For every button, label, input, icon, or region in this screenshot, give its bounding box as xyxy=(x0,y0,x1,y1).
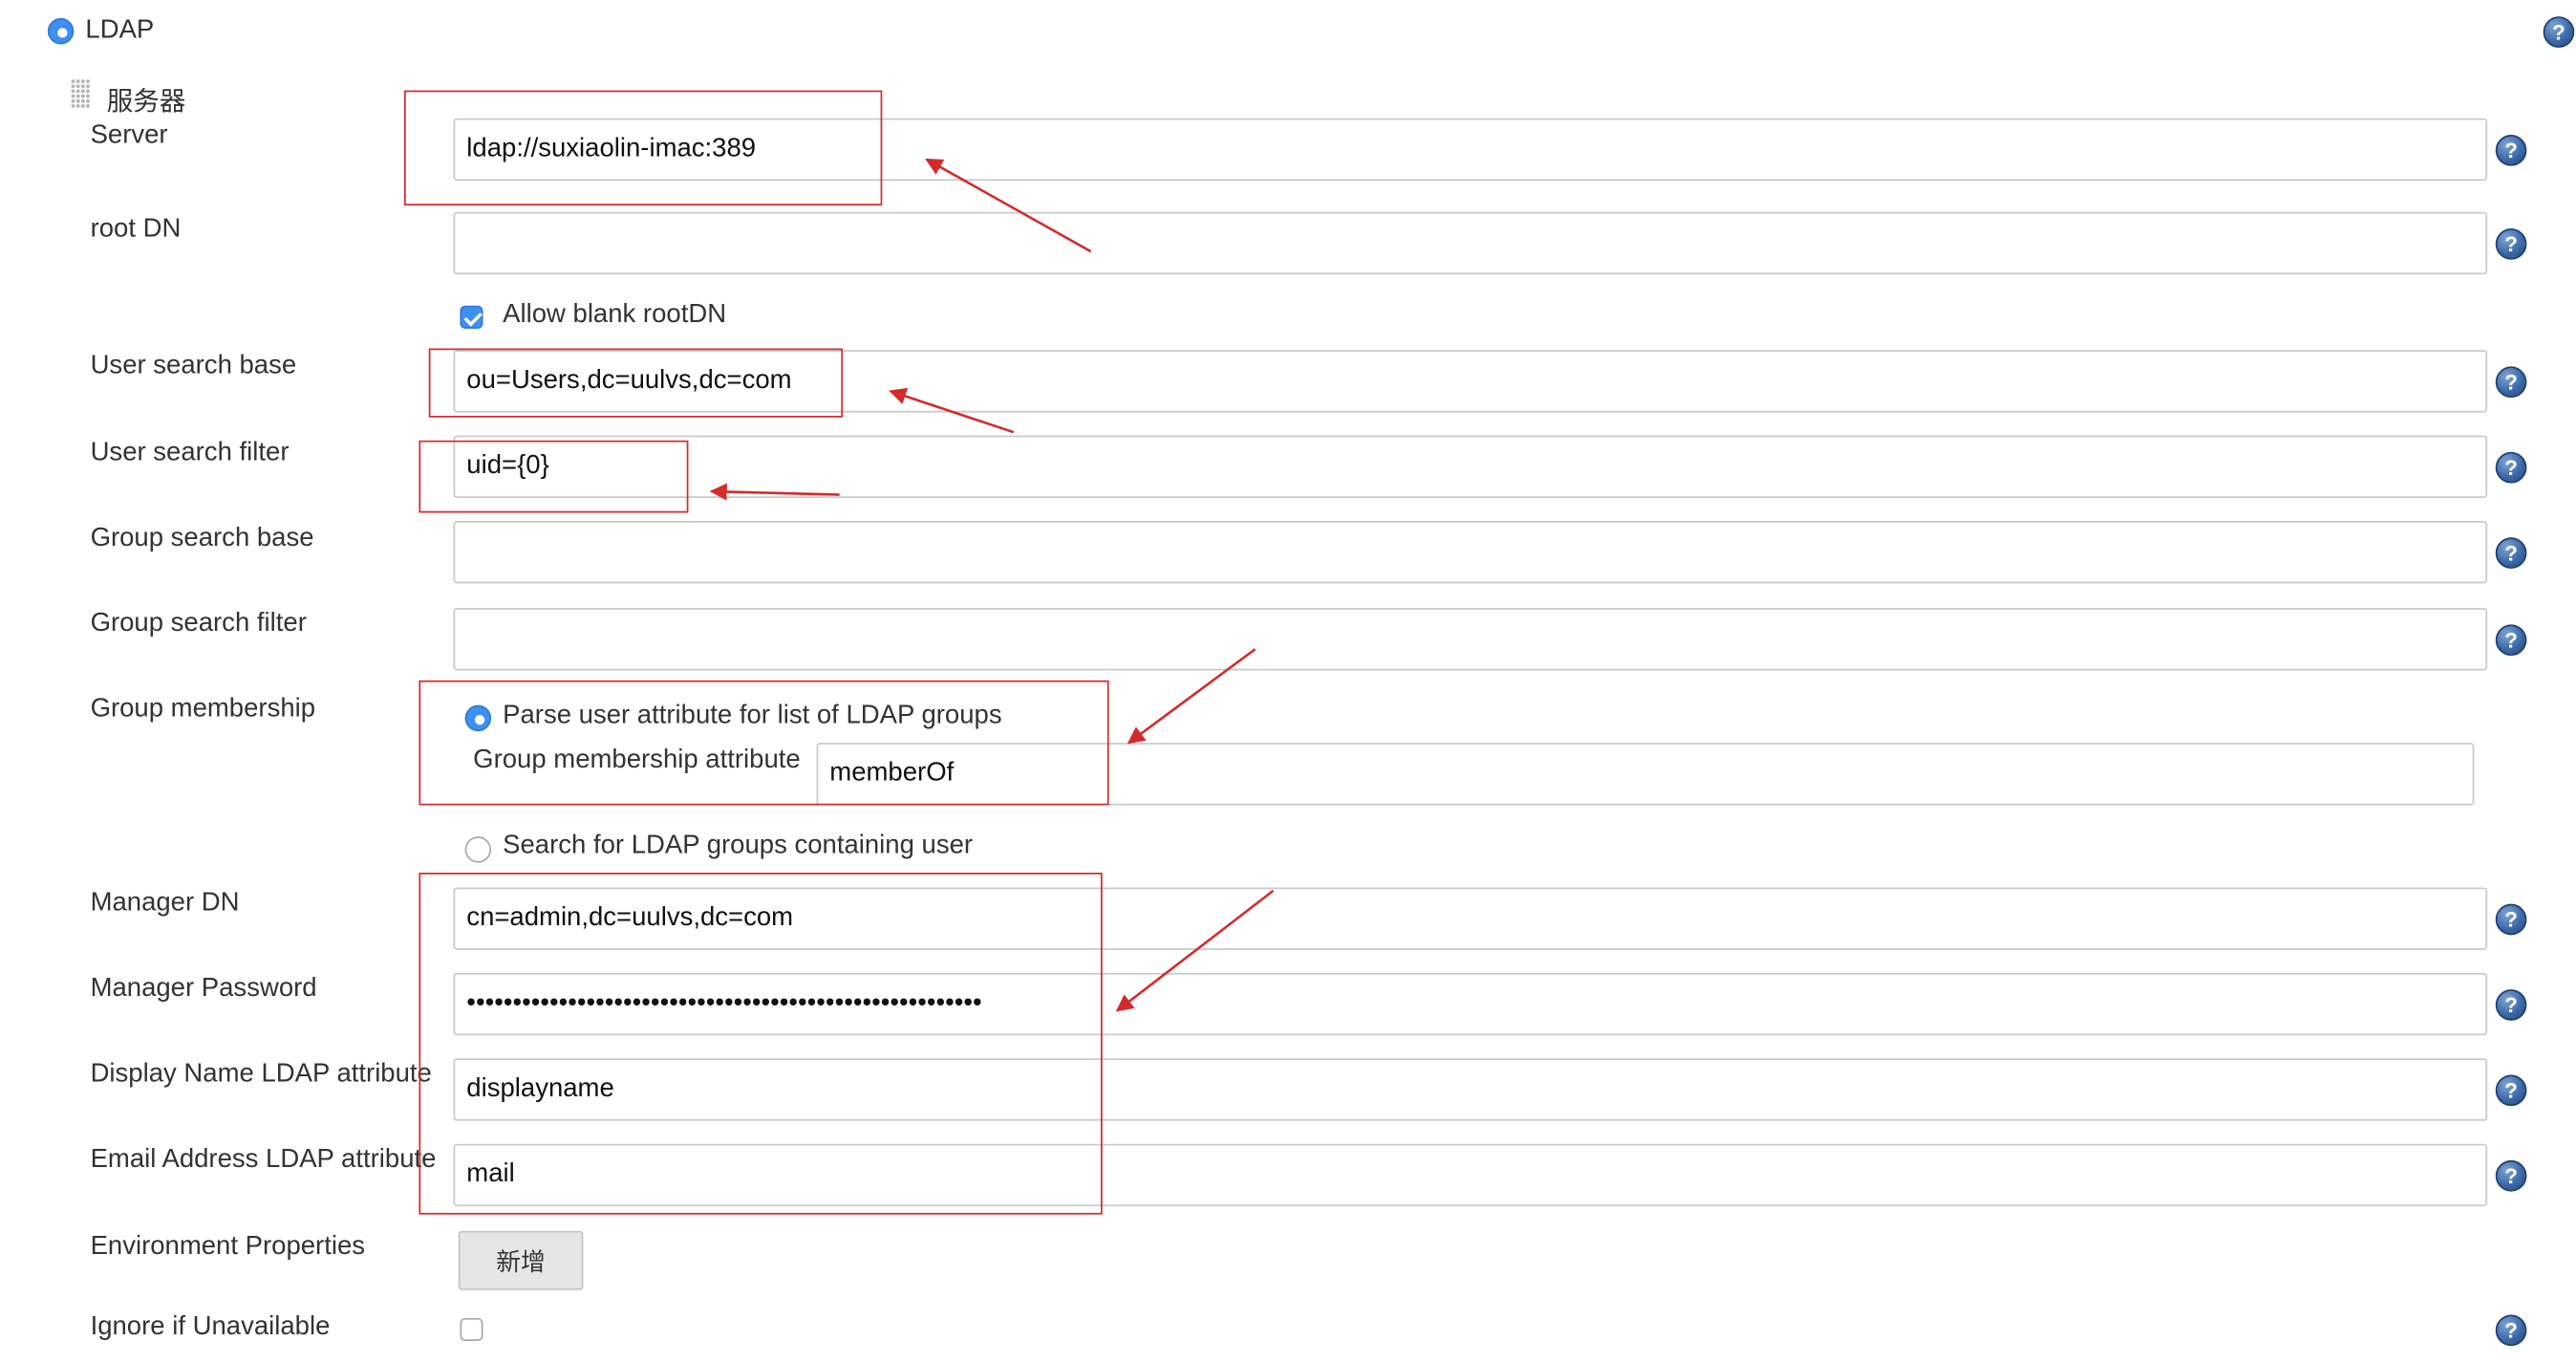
group-search-base-label: Group search base xyxy=(90,524,314,552)
manager-password-label: Manager Password xyxy=(90,974,317,1003)
server-input[interactable] xyxy=(453,118,2488,182)
email-attr-label: Email Address LDAP attribute xyxy=(90,1145,437,1174)
ignore-if-unavailable-checkbox[interactable] xyxy=(460,1317,483,1342)
group-membership-label: Group membership xyxy=(90,695,316,724)
help-icon-ldap[interactable]: ? xyxy=(2543,16,2575,48)
parse-user-attribute-radio[interactable] xyxy=(464,704,492,732)
environment-properties-label: Environment Properties xyxy=(90,1232,366,1261)
help-icon-manager-password[interactable]: ? xyxy=(2495,989,2527,1021)
server-section-label: 服务器 xyxy=(106,88,186,118)
search-ldap-groups-label: Search for LDAP groups containing user xyxy=(503,832,974,860)
user-search-filter-label: User search filter xyxy=(90,439,290,467)
ignore-if-unavailable-label: Ignore if Unavailable xyxy=(90,1312,331,1342)
user-search-base-input[interactable] xyxy=(453,350,2488,413)
manager-dn-label: Manager DN xyxy=(90,889,240,918)
help-icon-ignore-if-unavailable[interactable]: ? xyxy=(2495,1314,2527,1347)
help-icon-user-search-filter[interactable]: ? xyxy=(2495,451,2527,484)
root-dn-label: root DN xyxy=(90,215,182,244)
help-icon-server[interactable]: ? xyxy=(2495,134,2527,166)
ldap-radio[interactable] xyxy=(47,17,75,45)
root-dn-input[interactable] xyxy=(453,211,2488,275)
allow-blank-rootdn-checkbox[interactable] xyxy=(460,305,483,329)
group-membership-attribute-label: Group membership attribute xyxy=(473,746,801,774)
ldap-label: LDAP xyxy=(85,16,155,45)
group-membership-attribute-input[interactable] xyxy=(816,743,2475,806)
parse-user-attribute-label: Parse user attribute for list of LDAP gr… xyxy=(503,702,1002,730)
help-icon-display-name-attr[interactable]: ? xyxy=(2495,1074,2527,1107)
search-ldap-groups-radio[interactable] xyxy=(464,836,492,863)
help-icon-email-attr[interactable]: ? xyxy=(2495,1159,2527,1192)
help-icon-root-dn[interactable]: ? xyxy=(2495,227,2527,260)
group-search-filter-label: Group search filter xyxy=(90,609,307,638)
group-search-base-input[interactable] xyxy=(453,521,2488,584)
manager-dn-input[interactable] xyxy=(453,887,2488,950)
group-search-filter-input[interactable] xyxy=(453,608,2488,671)
help-icon-manager-dn[interactable]: ? xyxy=(2495,903,2527,936)
add-environment-property-button[interactable]: 新增 xyxy=(458,1230,584,1290)
help-icon-group-search-filter[interactable]: ? xyxy=(2495,624,2527,657)
user-search-filter-input[interactable] xyxy=(453,435,2488,498)
display-name-attr-input[interactable] xyxy=(453,1058,2488,1121)
drag-handle-icon[interactable] xyxy=(70,78,91,109)
allow-blank-rootdn-label: Allow blank rootDN xyxy=(503,300,727,329)
user-search-base-label: User search base xyxy=(90,351,297,380)
server-label: Server xyxy=(90,121,168,150)
help-icon-user-search-base[interactable]: ? xyxy=(2495,366,2527,399)
email-attr-input[interactable] xyxy=(453,1143,2488,1207)
manager-password-input[interactable] xyxy=(453,972,2488,1036)
display-name-attr-label: Display Name LDAP attribute xyxy=(90,1060,432,1089)
help-icon-group-search-base[interactable]: ? xyxy=(2495,537,2527,569)
